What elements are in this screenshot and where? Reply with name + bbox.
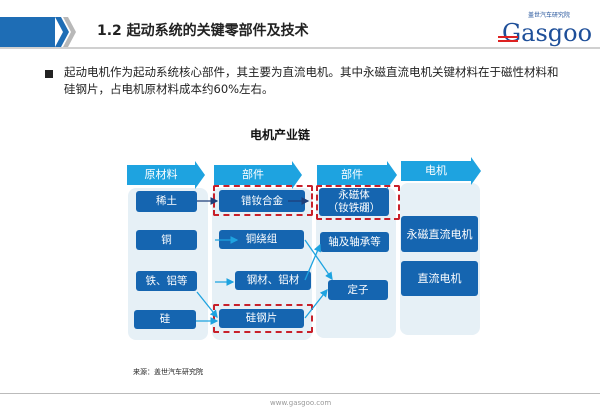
part-copper-winding: 铜绕组 bbox=[219, 230, 304, 249]
diagram-title: 电机产业链 bbox=[249, 128, 310, 142]
motor-pm-dc: 永磁直流电机 bbox=[401, 216, 478, 252]
column-header-parts1: 部件 bbox=[214, 161, 302, 189]
highlight-permanent-magnet bbox=[316, 185, 400, 220]
column-header-raw: 原材料 bbox=[127, 161, 205, 189]
part-silicon-steel: 硅钢片 bbox=[219, 309, 304, 328]
arrow-steel-to-shaft bbox=[304, 243, 322, 281]
part-steel-aluminum: 钢材、铝材 bbox=[235, 271, 311, 290]
source-note: 来源：盖世汽车研究院 bbox=[133, 368, 203, 376]
motor-dc: 直流电机 bbox=[401, 261, 478, 296]
column-bg-motors bbox=[400, 183, 480, 335]
gasgoo-logo: 盖世汽车研究院 Gasgoo bbox=[498, 12, 594, 47]
chevron-decoration-icon bbox=[55, 17, 76, 47]
arrow-iron-to-silicon-steel bbox=[196, 291, 218, 319]
body-paragraph: 起动电机作为起动系统核心部件，其主要为直流电机。其中永磁直流电机关键材料在于磁性… bbox=[64, 65, 559, 96]
footer-divider bbox=[0, 393, 600, 394]
part-ndfeb-alloy: 错钕合金 bbox=[219, 190, 305, 212]
part-permanent-magnet: 永磁体 （钕铁硼） bbox=[319, 188, 389, 216]
raw-rare-earth: 稀土 bbox=[136, 191, 197, 212]
part-stator: 定子 bbox=[328, 280, 388, 300]
raw-iron-aluminum: 铁、铝等 bbox=[136, 271, 197, 291]
logo-subtitle: 盖世汽车研究院 bbox=[528, 12, 571, 19]
raw-silicon: 硅 bbox=[134, 310, 196, 329]
page-title: 1.2 起动系统的关键零部件及技术 bbox=[97, 23, 309, 39]
column-header-parts2: 部件 bbox=[317, 161, 397, 189]
footer-url: www.gasgoo.com bbox=[270, 399, 332, 407]
arrow-winding-to-stator bbox=[304, 239, 333, 281]
raw-copper: 铜 bbox=[136, 230, 197, 250]
column-header-motors: 电机 bbox=[401, 157, 481, 185]
bullet-icon bbox=[45, 70, 53, 78]
header-accent-bar bbox=[0, 17, 55, 47]
part-shaft-bearing: 轴及轴承等 bbox=[320, 232, 389, 252]
arrow-silicon-steel-to-stator bbox=[304, 288, 328, 319]
logo-text: Gasgoo bbox=[502, 19, 593, 47]
header-divider bbox=[0, 47, 600, 49]
logo-stripes bbox=[498, 36, 518, 38]
